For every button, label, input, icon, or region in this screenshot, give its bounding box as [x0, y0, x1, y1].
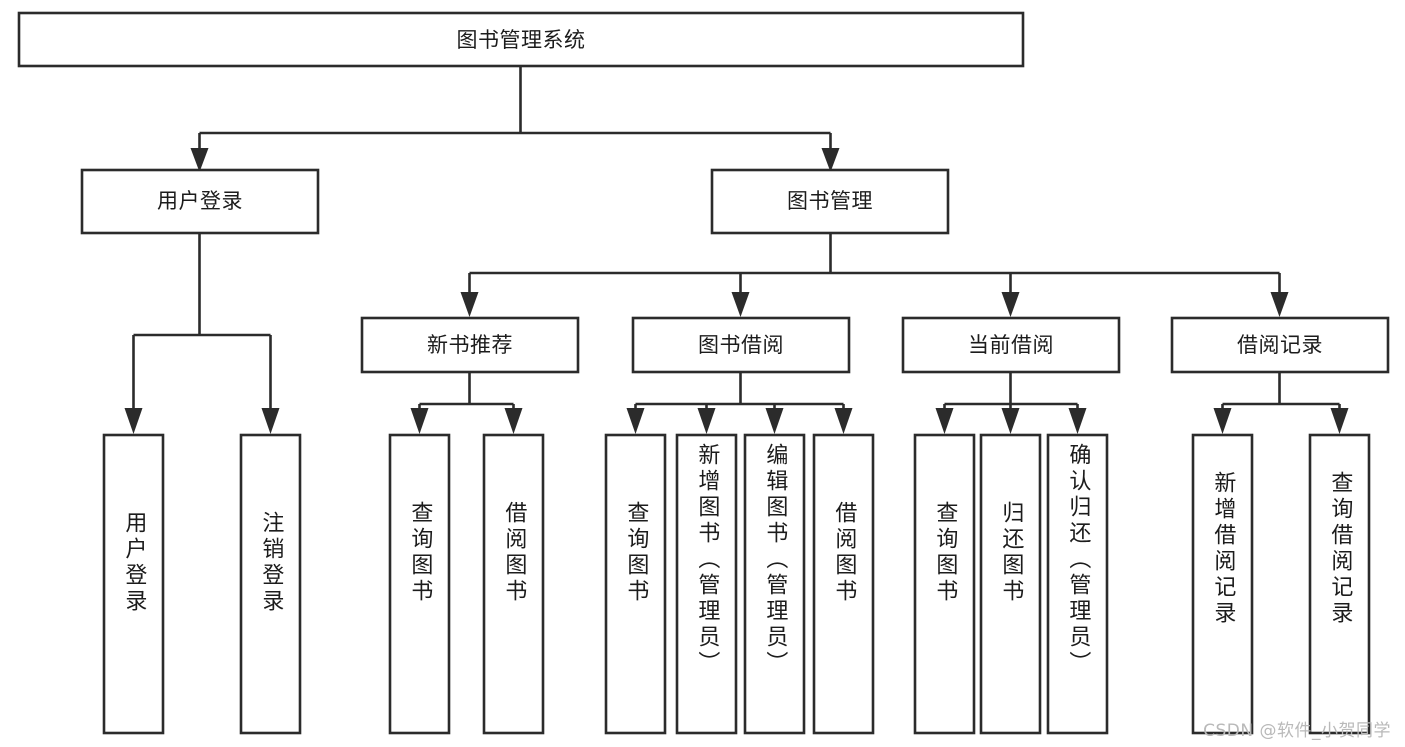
node-borrow-record[interactable]: 借阅记录: [1170, 316, 1390, 374]
arrowhead-leaf-add-book: [697, 408, 716, 434]
arrowhead-book-manage: [821, 148, 840, 172]
node-borrow-record-label: 借阅记录: [1237, 333, 1323, 357]
node-borrow-record-box[interactable]: [1170, 316, 1390, 374]
node-root-label: 图书管理系统: [457, 28, 586, 52]
node-book-borrow-label: 图书借阅: [698, 333, 784, 357]
node-book-manage-label: 图书管理: [787, 189, 873, 213]
leaf-box-borrow-book-1[interactable]: [482, 433, 545, 735]
arrowhead-leaf-return-book: [1001, 408, 1020, 434]
node-book-borrow-box[interactable]: [631, 316, 851, 374]
leaf-box-return-book[interactable]: [979, 433, 1042, 735]
leaf-box-user-login[interactable]: [102, 433, 165, 735]
arrowhead-leaf-add-record: [1213, 408, 1232, 434]
leaf-box-query-book-2[interactable]: [604, 433, 667, 735]
node-book-manage-box[interactable]: [710, 168, 950, 235]
node-user-login[interactable]: 用户登录: [80, 168, 320, 235]
arrowhead-leaf-user-login: [124, 408, 143, 434]
arrowhead-user-login: [190, 148, 209, 172]
node-user-login-box[interactable]: [80, 168, 320, 235]
connector-group-book-manage: [460, 233, 1289, 317]
arrowhead-leaf-query-book-3: [935, 408, 954, 434]
arrowhead-borrow-record: [1270, 292, 1289, 317]
leaf-box-edit-book[interactable]: [743, 433, 806, 735]
node-current-borrow[interactable]: 当前借阅: [901, 316, 1121, 374]
leaf-box-confirm-return[interactable]: [1046, 433, 1109, 735]
node-new-book-recommend-label: 新书推荐: [427, 333, 513, 357]
arrowhead-leaf-edit-book: [765, 408, 784, 434]
node-book-borrow[interactable]: 图书借阅: [631, 316, 851, 374]
arrowhead-leaf-query-record: [1330, 408, 1349, 434]
node-book-manage[interactable]: 图书管理: [710, 168, 950, 235]
arrowhead-leaf-borrow-book-1: [504, 408, 523, 434]
arrowhead-book-borrow: [731, 292, 750, 317]
connector-group-user-login: [124, 233, 280, 434]
node-new-book-recommend[interactable]: 新书推荐: [360, 316, 580, 374]
connector-group-root: [190, 66, 840, 172]
arrowhead-current-borrow: [1001, 292, 1020, 317]
arrowhead-leaf-user-logout: [261, 408, 280, 434]
arrowhead-leaf-borrow-book-2: [834, 408, 853, 434]
node-user-login-label: 用户登录: [157, 189, 243, 213]
leaf-box-borrow-book-2[interactable]: [812, 433, 875, 735]
connector-group-borrow-record: [1213, 372, 1349, 434]
leaf-box-query-book-1[interactable]: [388, 433, 451, 735]
arrowhead-leaf-query-book-2: [626, 408, 645, 434]
node-current-borrow-box[interactable]: [901, 316, 1121, 374]
node-root[interactable]: 图书管理系统: [17, 11, 1025, 68]
arrowhead-leaf-query-book-1: [410, 408, 429, 434]
leaf-box-query-record[interactable]: [1308, 433, 1371, 735]
arrowhead-new-book-recommend: [460, 292, 479, 317]
leaf-box-query-book-3[interactable]: [913, 433, 976, 735]
connector-group-book-borrow: [626, 372, 853, 434]
node-new-book-recommend-box[interactable]: [360, 316, 580, 374]
node-current-borrow-label: 当前借阅: [968, 333, 1054, 357]
leaf-box-user-logout[interactable]: [239, 433, 302, 735]
connector-group-current-borrow: [935, 372, 1087, 434]
connector-group-new-book-recommend: [410, 372, 523, 434]
leaf-box-group: [102, 433, 1371, 735]
leaf-box-add-record[interactable]: [1191, 433, 1254, 735]
arrowhead-leaf-confirm-return: [1068, 408, 1087, 434]
leaf-box-add-book[interactable]: [675, 433, 738, 735]
node-root-box[interactable]: [17, 11, 1025, 68]
